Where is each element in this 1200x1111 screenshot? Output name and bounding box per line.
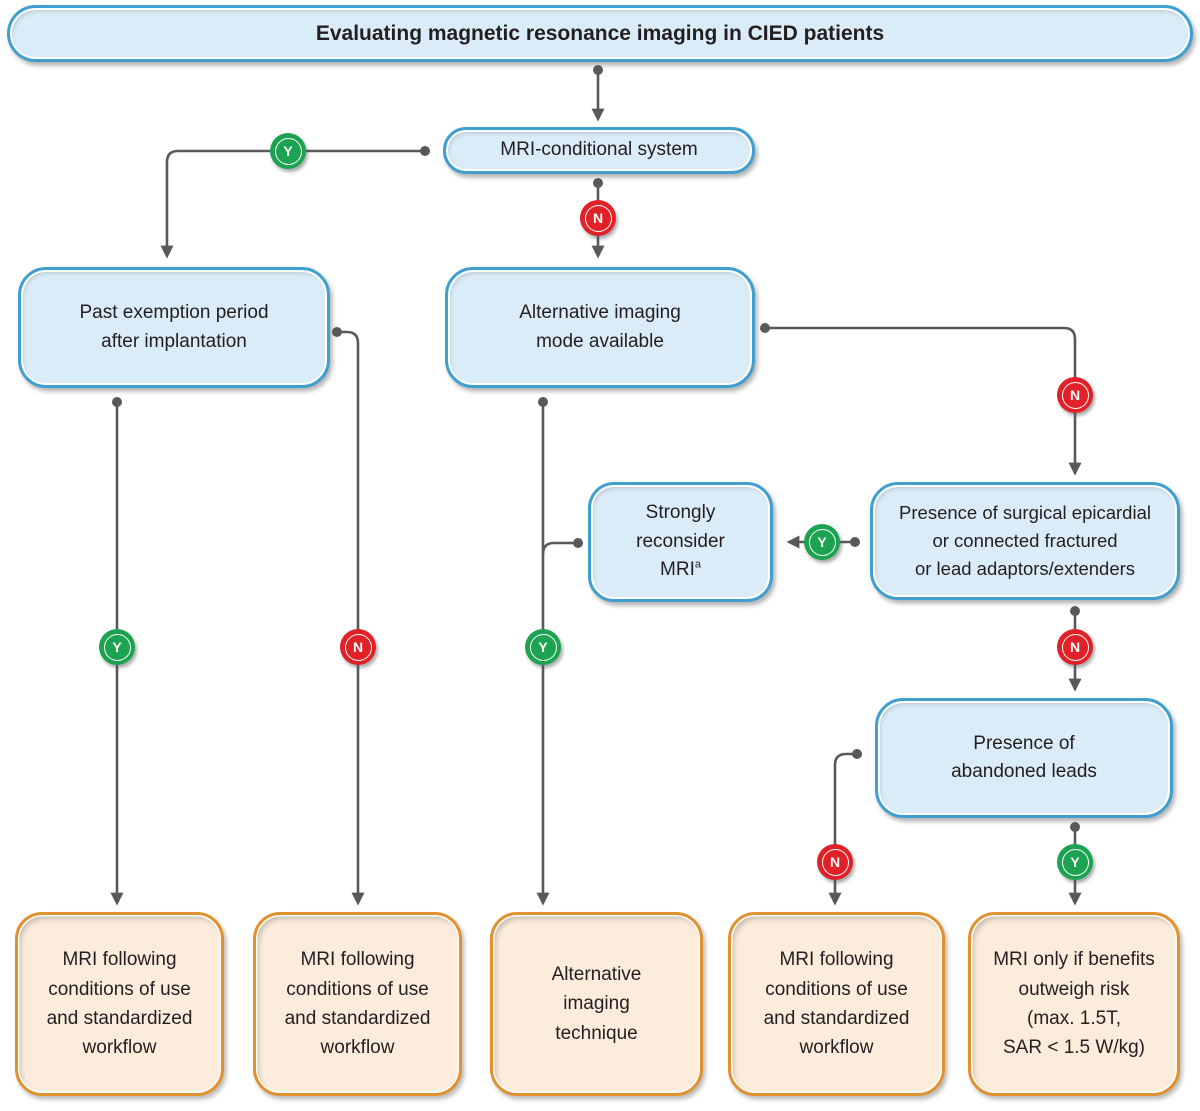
outcome-node-mri-standard-workflow-3: MRI following conditions of use and stan… — [728, 912, 945, 1096]
node-text-line: conditions of use — [48, 978, 191, 1000]
node-text-line: and standardized — [763, 1008, 910, 1029]
node-text-line: MRI following — [300, 949, 415, 971]
badge-yes-alternative-mode: Y — [525, 629, 561, 665]
node-text-line: imaging — [563, 993, 630, 1015]
node-text-line: conditions of use — [765, 978, 908, 1000]
badge-yes-mri-conditional: Y — [270, 133, 306, 169]
node-text-line: Presence of — [973, 732, 1075, 754]
node-text-line: Alternative — [551, 963, 642, 985]
footnote-marker: a — [694, 558, 701, 571]
node-text-line: MRI only if benefits — [993, 949, 1155, 971]
decision-node-abandoned-leads: Presence of abandoned leads — [875, 698, 1173, 818]
node-text-line: (max. 1.5T, — [1027, 1008, 1121, 1029]
connector-alternative-mode-no-to-epicardial — [760, 323, 1082, 476]
badge-no-past-exemption: N — [340, 629, 376, 665]
badge-letter: N — [584, 204, 612, 232]
badge-letter: Y — [103, 633, 131, 661]
badge-yes-abandoned-leads: Y — [1057, 844, 1093, 880]
connector-past-exemption-no-to-outcome2 — [332, 327, 365, 906]
badge-letter: N — [344, 633, 372, 661]
connector-strongly-reconsider-merge-to-outcome3 — [541, 538, 583, 555]
outcome-node-mri-standard-workflow-1: MRI following conditions of use and stan… — [15, 912, 224, 1096]
node-text-line: workflow — [82, 1037, 157, 1059]
node-text-line: SAR < 1.5 W/kg) — [1002, 1037, 1146, 1059]
node-text-line: conditions of use — [286, 978, 429, 1000]
node-text-line: and standardized — [284, 1008, 431, 1029]
connector-title-to-mri-conditional — [591, 65, 605, 122]
badge-no-alternative-mode: N — [1057, 377, 1093, 413]
decision-node-mri-conditional-system: MRI-conditional system — [443, 127, 755, 174]
connector-abandoned-leads-no-to-outcome4 — [828, 749, 862, 906]
mri-acronym: MRI — [660, 559, 695, 581]
outcome-node-alternative-imaging-technique: Alternative imaging technique — [490, 912, 703, 1096]
title-label: Evaluating magnetic resonance imaging in… — [315, 21, 885, 45]
badge-letter: Y — [1061, 848, 1089, 876]
node-label: MRI-conditional system — [500, 139, 698, 161]
badge-yes-epicardial: Y — [804, 524, 840, 560]
node-text-line: MRI following — [62, 949, 177, 971]
node-text-line: workflow — [799, 1037, 874, 1059]
badge-letter: N — [1061, 633, 1089, 661]
node-text-line: or lead adaptors/extenders — [914, 557, 1136, 579]
badge-letter: Y — [808, 528, 836, 556]
node-text-line: abandoned leads — [951, 761, 1097, 782]
connector-mri-conditional-yes-to-past-exemption — [160, 146, 430, 259]
badge-letter: N — [821, 848, 849, 876]
outcome-node-mri-standard-workflow-2: MRI following conditions of use and stan… — [253, 912, 462, 1096]
node-text-line: or connected fractured — [932, 530, 1118, 552]
badge-letter: Y — [529, 633, 557, 661]
decision-node-surgical-epicardial-leads: Presence of surgical epicardial or conne… — [870, 482, 1180, 600]
badge-no-epicardial: N — [1057, 629, 1093, 665]
action-node-strongly-reconsider-mri: Strongly reconsider MRIa — [588, 482, 773, 602]
node-text-line: and standardized — [46, 1008, 193, 1029]
node-text-line: after implantation — [101, 330, 247, 352]
node-text-line: mode available — [536, 330, 664, 352]
node-text-line: Alternative imaging — [519, 302, 681, 323]
node-text-line: Past exemption period — [79, 302, 269, 323]
badge-yes-past-exemption: Y — [99, 629, 135, 665]
node-text-line: Strongly — [645, 502, 716, 524]
start-node-title: Evaluating magnetic resonance imaging in… — [7, 5, 1193, 62]
decision-node-past-exemption-period: Past exemption period after implantation — [18, 267, 330, 388]
badge-no-mri-conditional: N — [580, 200, 616, 236]
badge-letter: Y — [274, 137, 302, 165]
node-text-line: Presence of surgical epicardial — [899, 502, 1151, 524]
decision-node-alternative-imaging-mode: Alternative imaging mode available — [445, 267, 755, 388]
badge-no-abandoned-leads: N — [817, 844, 853, 880]
node-text-line: workflow — [320, 1037, 395, 1059]
node-text-line: technique — [555, 1022, 638, 1044]
outcome-node-mri-benefits-outweigh-risk: MRI only if benefits outweigh risk (max.… — [968, 912, 1180, 1096]
badge-letter: N — [1061, 381, 1089, 409]
node-text-line: reconsider — [636, 530, 725, 552]
node-text-line: outweigh risk — [1018, 978, 1130, 1000]
node-text-line: MRIa — [660, 556, 701, 585]
node-text-line: MRI following — [779, 949, 894, 971]
